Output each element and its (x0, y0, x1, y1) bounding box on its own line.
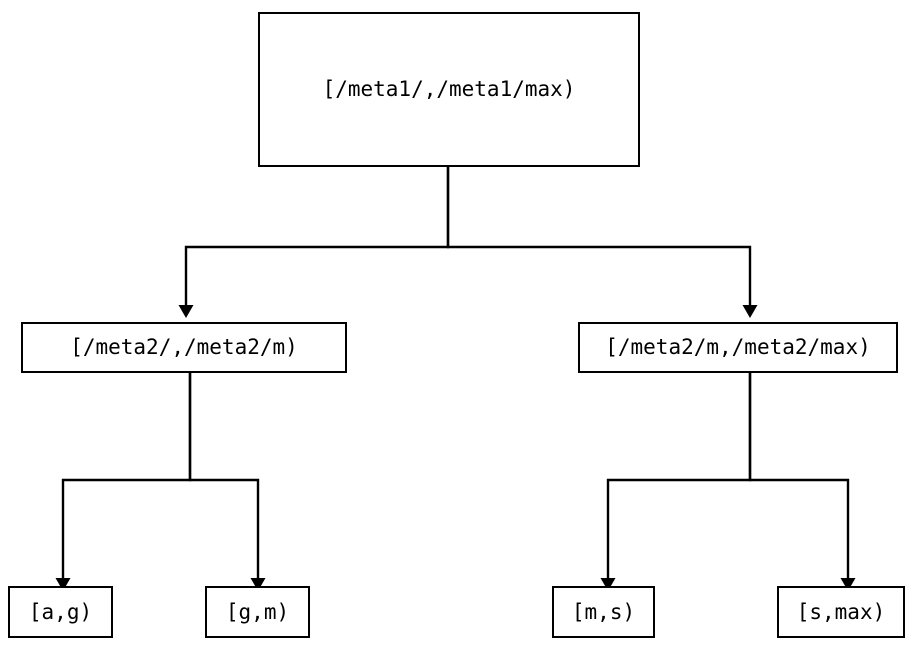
tree-node-root[interactable]: [/meta1/,/meta1/max) (258, 12, 640, 167)
tree-node-leaf-m-s[interactable]: [m,s) (552, 586, 655, 638)
tree-node-mid-right[interactable]: [/meta2/m,/meta2/max) (578, 322, 898, 373)
edge-root-to-mid-right (446, 167, 758, 318)
edge-arrowhead-icon (840, 578, 856, 591)
edge-arrowhead-icon (742, 305, 758, 318)
edge-mid-right-to-leaf-m-s (600, 373, 752, 591)
tree-node-leaf-g-m[interactable]: [g,m) (205, 586, 310, 638)
edge-line (748, 373, 850, 578)
edge-mid-left-to-leaf-a-g (55, 373, 192, 591)
tree-node-leaf-a-g[interactable]: [a,g) (8, 586, 113, 638)
tree-node-leaf-s-max[interactable]: [s,max) (777, 586, 905, 638)
edge-arrowhead-icon (600, 578, 616, 591)
tree-node-label: [g,m) (225, 599, 290, 624)
edge-line (446, 167, 752, 305)
edge-mid-left-to-leaf-g-m (188, 373, 266, 591)
edge-line (188, 373, 260, 578)
edge-line (606, 373, 752, 578)
tree-node-label: [/meta2/m,/meta2/max) (605, 335, 871, 359)
edge-arrowhead-icon (178, 305, 194, 318)
edge-line (184, 167, 450, 305)
tree-node-label: [/meta2/,/meta2/m) (70, 335, 298, 359)
tree-node-label: [m,s) (571, 599, 636, 624)
edge-arrowhead-icon (55, 578, 71, 591)
tree-node-label: [a,g) (28, 599, 93, 624)
edge-arrowhead-icon (250, 578, 266, 591)
tree-node-mid-left[interactable]: [/meta2/,/meta2/m) (21, 322, 347, 373)
tree-node-label: [/meta1/,/meta1/max) (322, 77, 576, 101)
edge-root-to-mid-left (178, 167, 450, 318)
tree-node-label: [s,max) (796, 599, 886, 624)
edge-mid-right-to-leaf-s-max (748, 373, 856, 591)
edge-line (61, 373, 192, 578)
